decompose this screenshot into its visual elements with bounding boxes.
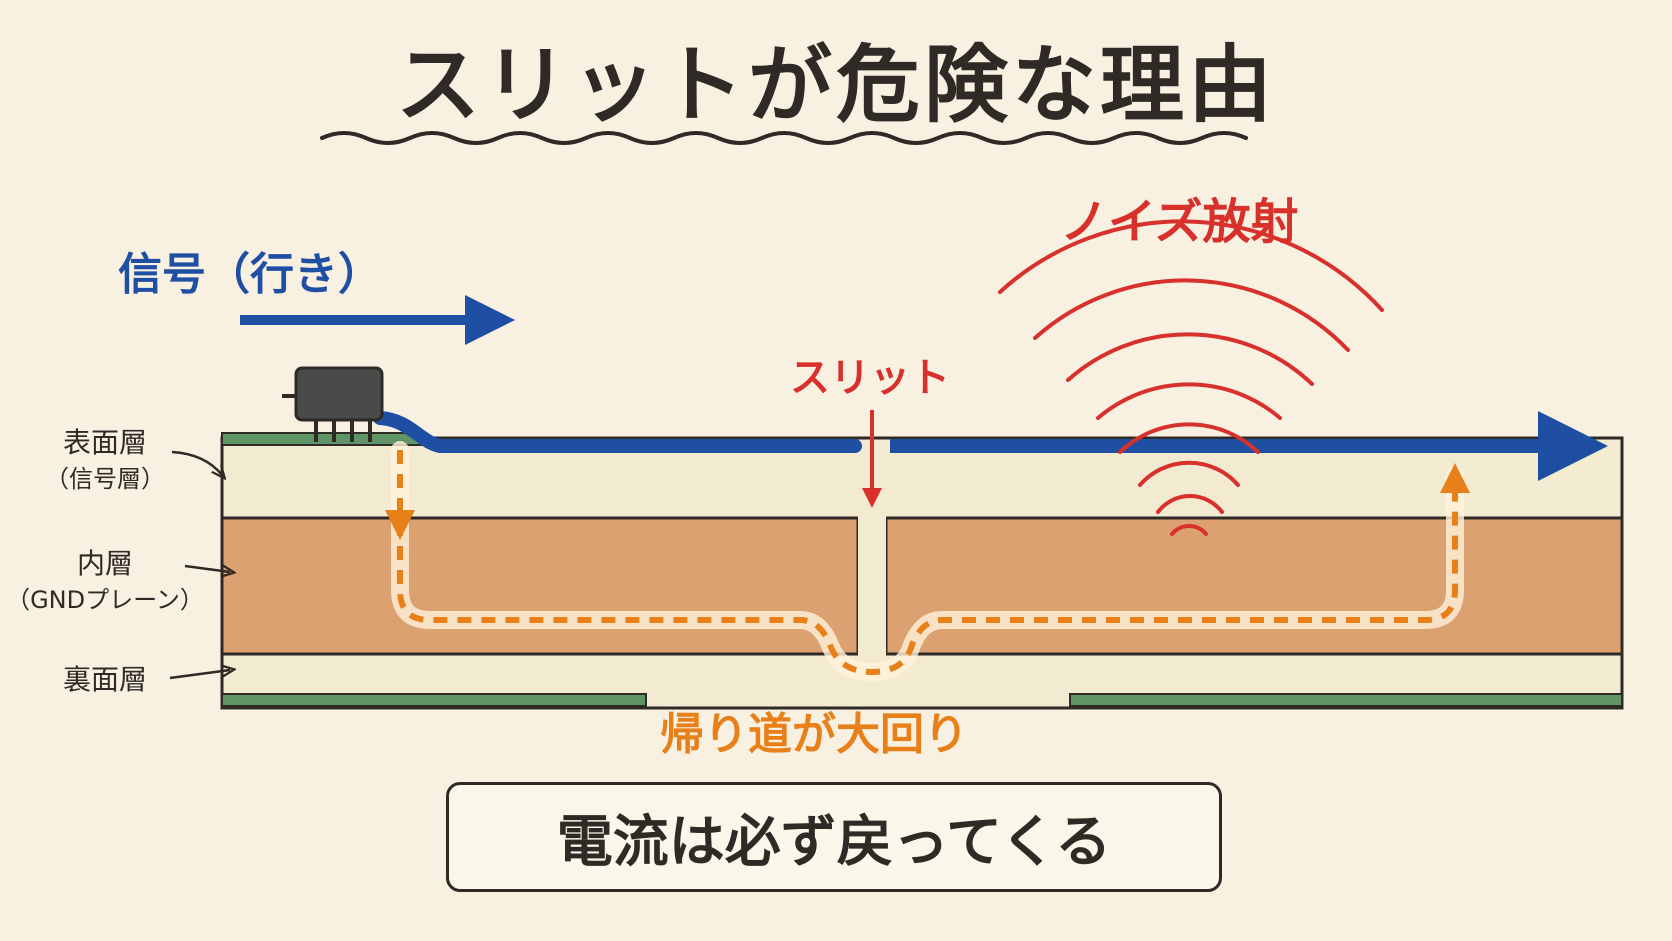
surface-layer-label: 表面層 （信号層）: [0, 425, 210, 497]
return-current-dashed: [397, 450, 1470, 676]
noise-radiation-waves: [998, 219, 1384, 536]
surface-layer-name: 表面層: [62, 426, 147, 459]
page-title: スリットが危険な理由: [395, 36, 1276, 134]
surface-layer-pointer: [171, 450, 222, 475]
conclusion-box: 電流は必ず戻ってくる: [446, 782, 1222, 892]
inner-layer-sub: （GNDプレーン）: [6, 586, 204, 614]
gnd-plane-left: [220, 516, 860, 656]
inner-layer-name: 内層: [76, 547, 133, 580]
bottom-copper-left: [221, 693, 647, 707]
surface-layer-sub: （信号層）: [45, 465, 165, 493]
ic-chip-icon: [282, 366, 384, 442]
title-underline: [320, 131, 1248, 145]
top-copper-layer: [221, 432, 423, 446]
back-layer-label: 裏面層: [0, 662, 210, 698]
inner-layer-pointer: [184, 566, 230, 572]
gnd-plane-right: [884, 516, 1624, 656]
signal-trace-left: [373, 411, 862, 453]
bottom-copper-right: [1069, 693, 1623, 707]
inner-layer-label: 内層 （GNDプレーン）: [0, 546, 210, 618]
back-layer-name: 裏面層: [62, 663, 147, 696]
return-path-label: 帰り道が大回り: [660, 709, 968, 760]
slit-gap: [858, 516, 886, 656]
slit-label: スリット: [790, 355, 950, 401]
back-layer-pointer: [169, 670, 230, 680]
noise-radiation-label: ノイズ放射: [1060, 194, 1299, 250]
signal-label: 信号（行き）: [118, 249, 382, 300]
